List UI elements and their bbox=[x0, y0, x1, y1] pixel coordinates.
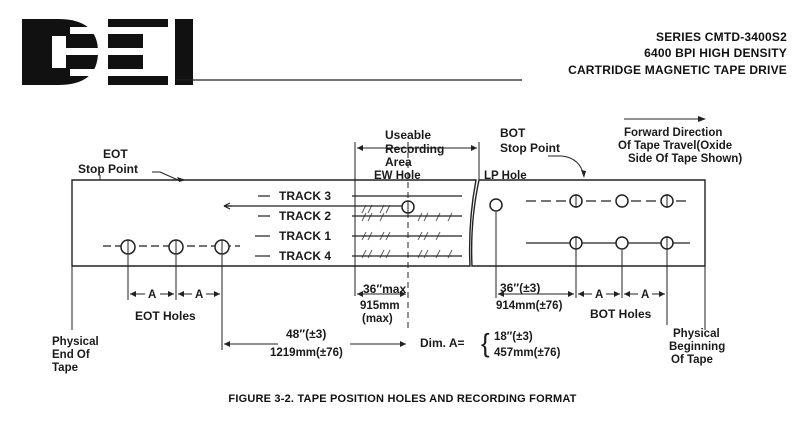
bot-stop-label-2: Stop Point bbox=[500, 141, 560, 155]
track-3-label: TRACK 3 bbox=[279, 189, 331, 203]
diagram-labels: EOT Stop Point Useable Recording Area EW… bbox=[52, 126, 742, 374]
track3-arrow-icon bbox=[223, 202, 232, 210]
eot-stop-label: EOT bbox=[103, 147, 128, 161]
physical-beginning-label: Physical bbox=[673, 328, 720, 340]
dim-a-label: Dim. A= bbox=[420, 336, 465, 350]
bot-stop-label: BOT bbox=[500, 126, 526, 140]
dimension-arrowheads bbox=[130, 116, 706, 347]
lp-distance-mm: 914mm(±76) bbox=[496, 300, 563, 312]
series-title: SERIES CMTD-3400S2 bbox=[656, 30, 787, 44]
useable-label-2: Recording bbox=[385, 142, 444, 156]
forward-arrow-icon bbox=[698, 116, 706, 122]
dim-a-inches: 18″(±3) bbox=[494, 331, 533, 343]
eot-length-inches: 48″(±3) bbox=[286, 327, 326, 341]
dim-a-brace: { bbox=[481, 328, 490, 358]
density-title: 6400 BPI HIGH DENSITY bbox=[644, 46, 787, 60]
eot-holes-label: EOT Holes bbox=[135, 309, 196, 323]
ew-max-mm: 915mm bbox=[360, 300, 400, 312]
dim-a-mm: 457mm(±76) bbox=[494, 347, 561, 359]
eot-length-mm: 1219mm(±76) bbox=[270, 347, 343, 359]
physical-end-label-3: Tape bbox=[52, 362, 78, 374]
forward-label-2: Of Tape Travel(Oxide bbox=[618, 140, 732, 152]
track-4-label: TRACK 4 bbox=[279, 249, 331, 263]
physical-beginning-label-3: Of Tape bbox=[671, 354, 713, 366]
physical-beginning-label-2: Beginning bbox=[669, 341, 725, 353]
forward-label: Forward Direction bbox=[624, 127, 722, 139]
lp-hole bbox=[489, 198, 503, 212]
physical-end-label: Physical bbox=[52, 336, 99, 348]
bot-hole-5 bbox=[615, 236, 629, 250]
useable-label-3: Area bbox=[385, 155, 412, 169]
dei-logo bbox=[22, 19, 193, 85]
bot-dim-a-2: A bbox=[641, 289, 649, 301]
ew-max-inches: 36″max bbox=[363, 282, 406, 296]
ew-hole-label: EW Hole bbox=[374, 170, 421, 182]
hole-crosshairs bbox=[127, 194, 668, 254]
bot-hole-2 bbox=[615, 194, 629, 208]
eot-stop-label-2: Stop Point bbox=[78, 162, 138, 176]
bot-holes-label: BOT Holes bbox=[590, 307, 652, 321]
physical-end-label-2: End Of bbox=[52, 349, 90, 361]
lp-distance-inches: 36″(±3) bbox=[500, 281, 540, 295]
product-title: CARTRIDGE MAGNETIC TAPE DRIVE bbox=[568, 63, 787, 77]
eot-dim-a-1: A bbox=[148, 289, 156, 301]
lp-hole-label: LP Hole bbox=[484, 170, 527, 182]
track-1-label: TRACK 1 bbox=[279, 229, 331, 243]
useable-label: Useable bbox=[385, 128, 431, 142]
tape-right bbox=[470, 179, 706, 267]
eot-dim-a-2: A bbox=[195, 289, 203, 301]
bot-dim-a-1: A bbox=[595, 289, 603, 301]
forward-label-3: Side Of Tape Shown) bbox=[628, 153, 742, 165]
ew-max-paren: (max) bbox=[362, 313, 393, 325]
figure-caption: FIGURE 3-2. TAPE POSITION HOLES AND RECO… bbox=[228, 393, 577, 405]
track-2-label: TRACK 2 bbox=[279, 209, 331, 223]
